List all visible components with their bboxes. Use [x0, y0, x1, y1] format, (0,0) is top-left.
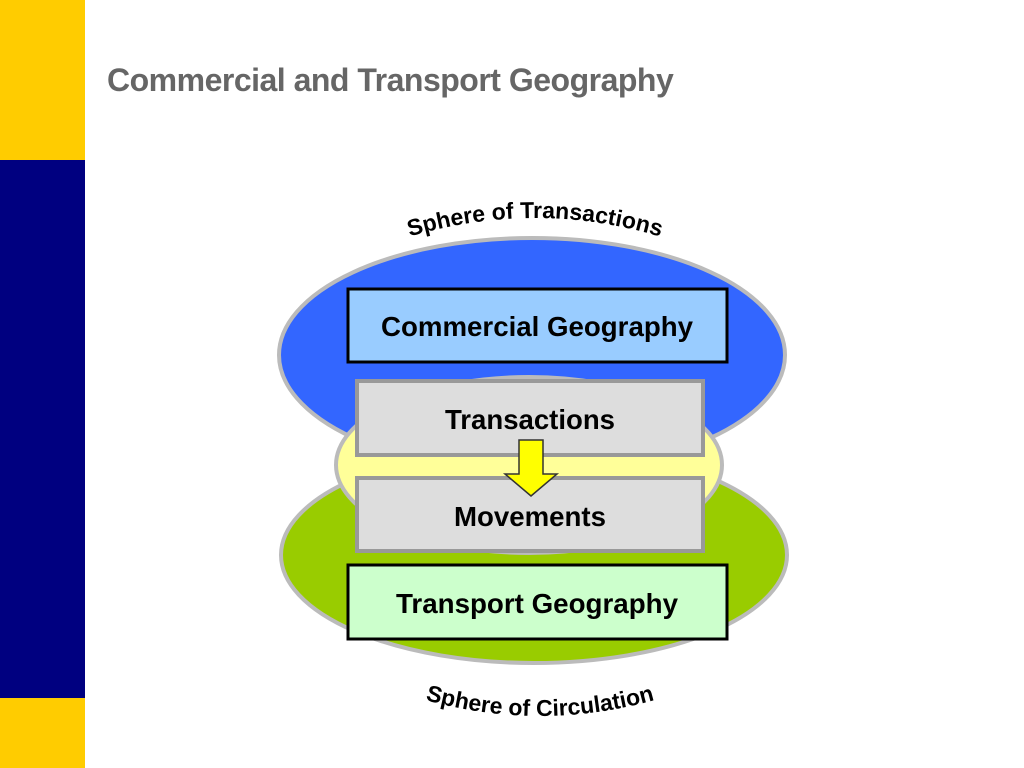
movements-label: Movements — [454, 501, 606, 532]
sphere-of-circulation-label: Sphere of Circulation — [424, 680, 656, 721]
side-band-yellow-bottom — [0, 698, 85, 768]
sphere-of-transactions-label: Sphere of Transactions — [404, 197, 666, 241]
side-band-yellow-top — [0, 0, 85, 160]
down-arrow-icon — [502, 439, 560, 497]
transport-geography-label: Transport Geography — [396, 588, 678, 619]
transactions-label: Transactions — [445, 404, 615, 435]
commercial-geography-label: Commercial Geography — [381, 311, 693, 342]
transport-geography-box: Transport Geography — [346, 563, 729, 641]
commercial-geography-box: Commercial Geography — [346, 287, 729, 364]
slide-title: Commercial and Transport Geography — [107, 62, 674, 98]
side-band-navy — [0, 160, 85, 698]
